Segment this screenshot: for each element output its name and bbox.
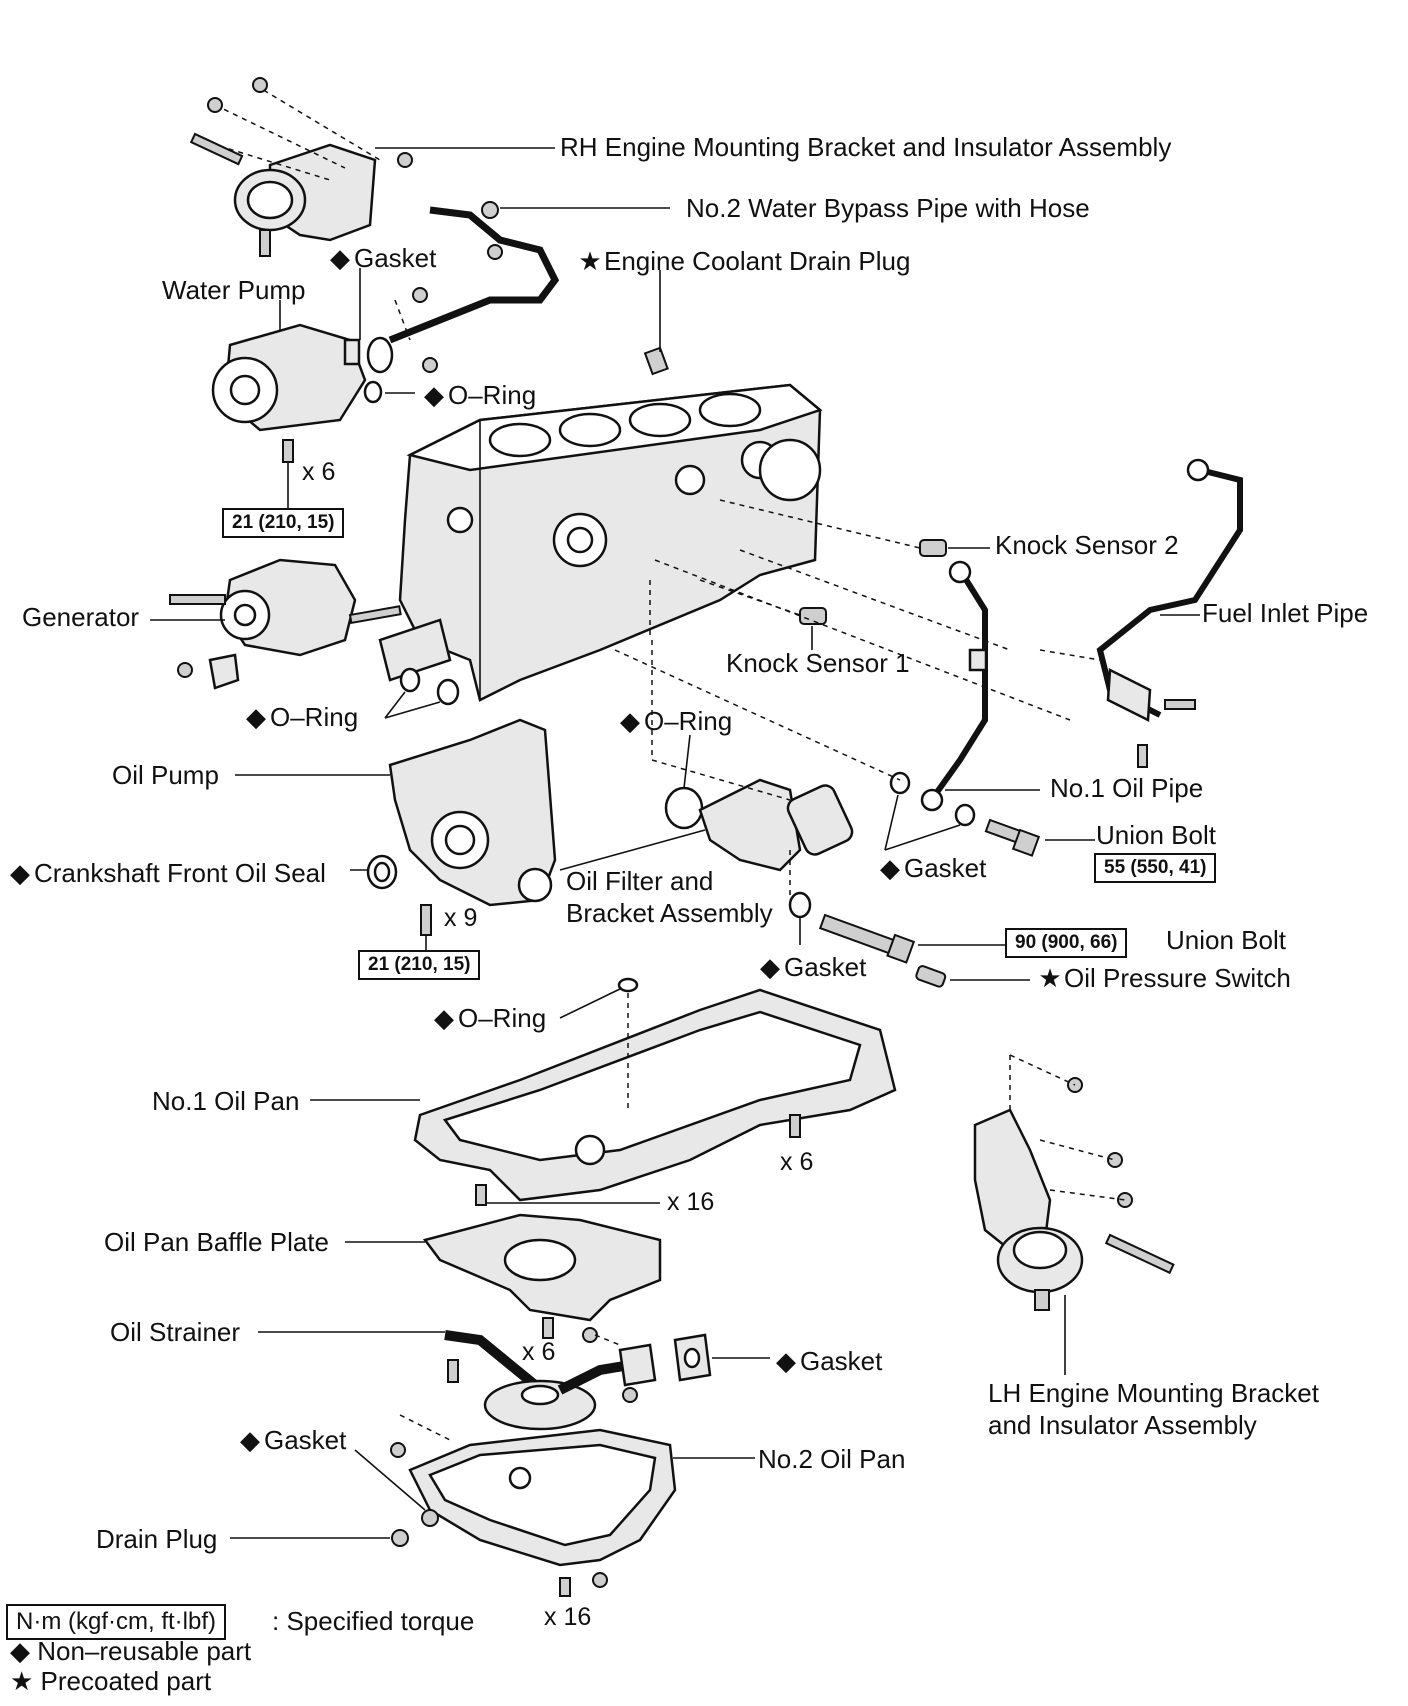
label-drain-plug: Drain Plug [96, 1524, 218, 1554]
legend-nonreusable: ◆ Non–reusable part [10, 1636, 252, 1666]
oil-pan-1-drawing [310, 977, 897, 1206]
label-rh-mount: RH Engine Mounting Bracket and Insulator… [560, 132, 1172, 162]
label-crank-seal: ◆Crankshaft Front Oil Seal [6, 858, 326, 888]
label-union-bolt-1: Union Bolt [1096, 820, 1216, 850]
nonreusable-mark: ◆ [10, 858, 30, 888]
o-rings-gen-drawing [384, 667, 460, 719]
legend-torque-unit: N·m (kgf·cm, ft·lbf) [6, 1604, 226, 1640]
torque-union-2: 90 (900, 66) [1005, 928, 1128, 958]
lh-mount-drawing [973, 1054, 1175, 1375]
rh-mount-drawing [189, 77, 555, 257]
nonreusable-mark: ◆ [776, 1346, 796, 1376]
torque-union-1: 55 (550, 41) [1094, 853, 1217, 883]
label-gasket-strainer: ◆Gasket [772, 1346, 882, 1376]
oil-pump-drawing [235, 718, 557, 955]
generator-drawing [150, 558, 402, 690]
count-strainer-bolts: x 6 [522, 1338, 556, 1366]
nonreusable-mark: ◆ [760, 952, 780, 982]
count-oil-pump-bolts: x 9 [444, 904, 478, 932]
nonreusable-mark: ◆ [246, 702, 266, 732]
cylinder-block-drawing [378, 383, 823, 702]
oil-filter-drawing [559, 640, 854, 945]
label-knock-sensor-1: Knock Sensor 1 [726, 648, 910, 678]
precoated-mark: ★ [578, 246, 602, 276]
label-o-ring-pan: ◆O–Ring [430, 1003, 546, 1033]
label-no1-oil-pipe: No.1 Oil Pipe [1050, 773, 1204, 803]
nonreusable-mark: ◆ [424, 380, 444, 410]
nonreusable-mark: ◆ [620, 706, 640, 736]
label-lh-mount-1: LH Engine Mounting Bracket [988, 1378, 1319, 1408]
baffle-plate-drawing [345, 1213, 662, 1322]
label-oil-filter-2: Bracket Assembly [566, 898, 773, 928]
label-oil-strainer: Oil Strainer [110, 1317, 241, 1347]
count-pan1-bottom: x 16 [667, 1188, 715, 1216]
legend-torque-desc: : Specified torque [272, 1606, 475, 1636]
count-pump-bolts: x 6 [302, 458, 336, 486]
label-union-bolt-2: Union Bolt [1166, 925, 1286, 955]
nonreusable-mark: ◆ [10, 1636, 30, 1666]
torque-oil-pump: 21 (210, 15) [358, 950, 481, 980]
oil-pipe-drawing [614, 560, 1095, 857]
label-gasket-filter: ◆Gasket [756, 952, 866, 982]
label-knock-sensor-2: Knock Sensor 2 [995, 530, 1179, 560]
nonreusable-mark: ◆ [240, 1425, 260, 1455]
label-fuel-inlet-pipe: Fuel Inlet Pipe [1202, 598, 1369, 628]
label-generator: Generator [22, 602, 140, 632]
nonreusable-mark: ◆ [880, 853, 900, 883]
count-pan1-side: x 6 [780, 1148, 814, 1176]
legend-precoated: ★ Precoated part [10, 1666, 212, 1696]
label-gasket-drain: ◆Gasket [236, 1425, 346, 1455]
label-o-ring-pump: ◆O–Ring [420, 380, 536, 410]
precoated-mark: ★ [1038, 963, 1062, 993]
bypass-pipe-drawing [388, 201, 670, 344]
union-bolt-2-drawing [818, 913, 1030, 988]
nonreusable-mark: ◆ [434, 1003, 454, 1033]
fuel-inlet-pipe-drawing [654, 458, 1243, 768]
knock-sensors-drawing [699, 499, 990, 650]
torque-pump: 21 (210, 15) [222, 508, 345, 538]
label-oil-filter-1: Oil Filter and [566, 866, 714, 896]
label-gasket-top: ◆Gasket [326, 243, 436, 273]
label-no2-oil-pan: No.2 Oil Pan [758, 1444, 906, 1474]
label-lh-mount-2: and Insulator Assembly [988, 1410, 1257, 1440]
label-o-ring-gen: ◆O–Ring [242, 702, 358, 732]
water-pump-drawing [211, 268, 438, 510]
oil-pan-2-drawing [230, 1414, 755, 1597]
label-no1-oil-pan: No.1 Oil Pan [152, 1086, 300, 1116]
label-gasket-pipe: ◆Gasket [876, 853, 986, 883]
oil-strainer-drawing [258, 1317, 770, 1431]
label-pressure-switch: ★Oil Pressure Switch [1036, 963, 1291, 993]
label-baffle-plate: Oil Pan Baffle Plate [104, 1227, 329, 1257]
label-coolant-plug: ★Engine Coolant Drain Plug [576, 246, 910, 276]
label-water-pump: Water Pump [162, 275, 306, 305]
label-o-ring-filter: ◆O–Ring [616, 706, 732, 736]
nonreusable-mark: ◆ [330, 243, 350, 273]
label-bypass-pipe: No.2 Water Bypass Pipe with Hose [686, 193, 1090, 223]
label-oil-pump: Oil Pump [112, 760, 219, 790]
coolant-drain-plug-drawing [643, 270, 669, 376]
precoated-mark: ★ [10, 1666, 34, 1696]
count-pan2-bolts: x 16 [544, 1603, 592, 1631]
